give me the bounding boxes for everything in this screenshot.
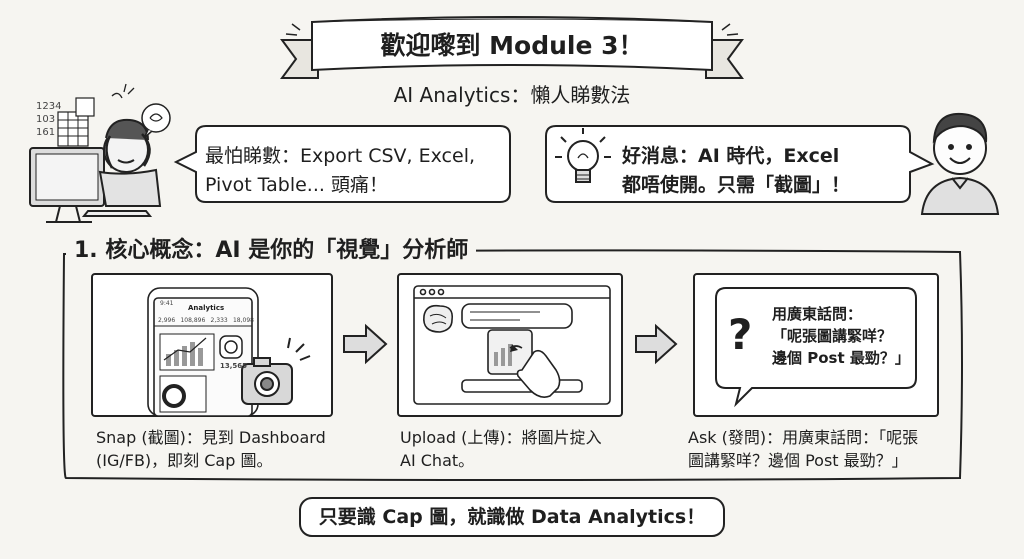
ai-chat-window-illustration	[413, 285, 611, 405]
banner-subtitle: AI Analytics：懶人睇數法	[393, 83, 631, 107]
stress-number: 1234	[36, 101, 62, 112]
phone-stat: 2,333	[210, 317, 228, 324]
stress-numbers: 1234 103 161	[36, 100, 61, 139]
phone-stat: 108,896	[180, 317, 206, 324]
arrow-1-icon	[343, 323, 388, 365]
question-text: 用廣東話問： 「呢張圖講緊咩？ 邊個 Post 最勁？」	[772, 305, 910, 367]
stressed-person-illustration	[29, 83, 171, 223]
right-speech-bubble	[545, 125, 935, 203]
phone-stats-row: 2,996 108,896 2,333 18,098	[158, 317, 254, 324]
happy-person-illustration	[920, 112, 1000, 215]
section-frame	[62, 249, 963, 481]
step1-caption: Snap (截圖)：見到 Dashboard (IG/FB)，即刻 Cap 圖。	[96, 428, 326, 470]
footer-text: 只要識 Cap 圖，就識做 Data Analytics！	[318, 506, 706, 528]
section-heading: 1. 核心概念：AI 是你的「視覺」分析師	[66, 234, 477, 268]
step2-caption: Upload (上傳)：將圖片掟入 AI Chat。	[400, 428, 602, 470]
banner-ribbon	[280, 16, 744, 79]
question-mark-icon: ?	[728, 310, 753, 359]
banner-sparkles	[285, 23, 739, 36]
stress-number: 161	[36, 127, 56, 138]
camera-icon	[241, 337, 311, 405]
step3-caption: Ask (發問)：用廣東話問：「呢張 圖講緊咩？邊個 Post 最勁？」	[688, 428, 919, 470]
phone-stat: 18,098	[232, 317, 254, 324]
phone-follower-count: 13,565	[220, 362, 248, 370]
stress-number: 103	[36, 114, 56, 125]
phone-header: Analytics	[188, 304, 225, 312]
arrow-2-icon	[635, 323, 678, 365]
phone-time: 9:41	[160, 300, 174, 307]
phone-illustration	[147, 287, 259, 417]
phone-stat: 2,996	[158, 317, 176, 324]
right-bubble-text: 好消息：AI 時代，Excel 都唔使開。只需「截圖」！	[622, 145, 851, 196]
step3-speech-bubble	[715, 287, 917, 408]
lightbulb-icon	[555, 128, 611, 183]
left-bubble-text: 最怕睇數：Export CSV, Excel, Pivot Table... 頭…	[205, 145, 476, 196]
left-speech-bubble	[173, 125, 511, 203]
banner-title: 歡迎嚟到 Module 3！	[380, 31, 644, 60]
